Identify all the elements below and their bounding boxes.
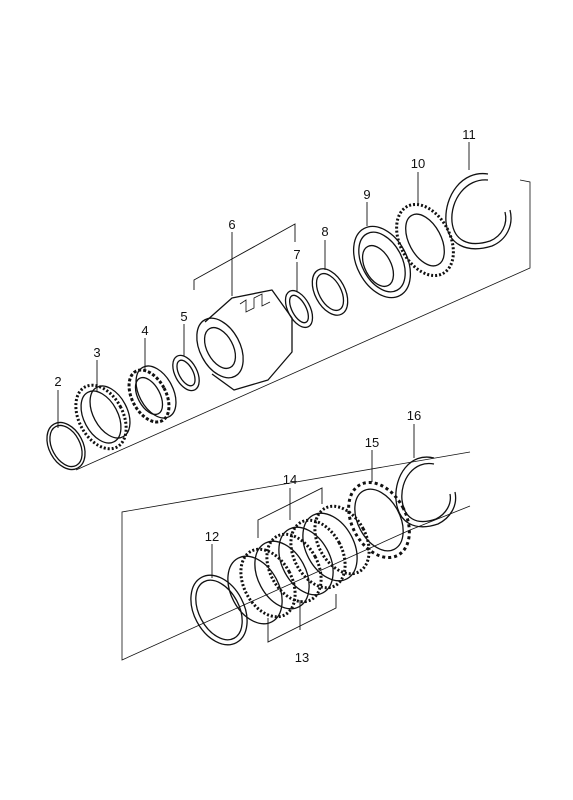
callout-11: 11 — [462, 127, 476, 142]
callout-3: 3 — [93, 345, 100, 360]
callout-6: 6 — [228, 217, 235, 232]
callout-14: 14 — [283, 472, 297, 487]
part-5-washer — [172, 354, 200, 392]
part-15-pressure-plate — [347, 480, 411, 560]
part-4-bearing — [127, 365, 177, 424]
part-6-drum — [196, 289, 293, 391]
callout-5: 5 — [180, 309, 187, 324]
part-2-snap-ring — [46, 421, 86, 471]
leader-lines — [57, 142, 470, 643]
lower-assembly-frame — [121, 451, 471, 661]
callout-9: 9 — [363, 187, 370, 202]
part-16-snap-ring — [395, 456, 457, 528]
part-7-seal — [284, 289, 314, 329]
upper-assembly-frame — [75, 179, 531, 471]
callout-7: 7 — [293, 247, 300, 262]
callout-10: 10 — [411, 156, 425, 171]
callout-16: 16 — [407, 408, 421, 423]
part-12-plate — [190, 574, 248, 646]
callout-4: 4 — [141, 323, 148, 338]
callout-8: 8 — [321, 224, 328, 239]
part-3-gear-ring — [74, 383, 131, 451]
callout-2: 2 — [54, 374, 61, 389]
callout-15: 15 — [365, 435, 379, 450]
part-13-14-clutch-pack — [227, 504, 371, 625]
callout-13: 13 — [295, 650, 309, 665]
callout-12: 12 — [205, 529, 219, 544]
part-9-piston — [352, 225, 412, 299]
part-11-snap-ring — [445, 173, 512, 250]
part-8-seal — [311, 268, 349, 316]
